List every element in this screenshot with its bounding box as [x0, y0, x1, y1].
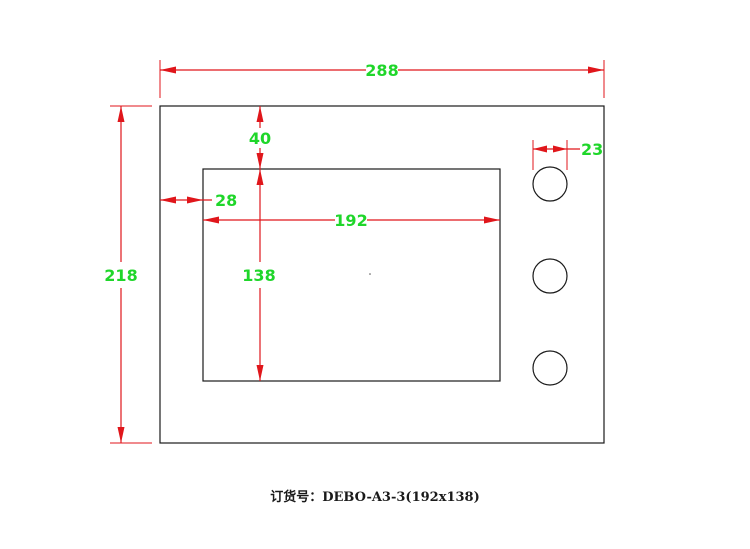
center-mark: [369, 273, 371, 275]
dimension-overall-width: 288: [159, 60, 605, 98]
dim-text-screen-height: 138: [242, 266, 275, 285]
dim-text-screen-top-offset: 40: [249, 129, 271, 148]
dimension-button-diameter: 23: [532, 140, 603, 170]
order-number-caption: 订货号：DEBO-A3-3(192x138): [270, 490, 480, 505]
button-circle-middle: [532, 258, 568, 294]
dimension-screen-left-offset: 28: [160, 191, 237, 210]
button-circle-top: [532, 166, 568, 202]
screen-cutout: [202, 168, 501, 382]
dim-text-screen-width: 192: [334, 211, 367, 230]
dimension-screen-width: 192: [203, 211, 500, 230]
dim-text-button-diameter: 23: [581, 140, 603, 159]
dim-text-overall-height: 218: [104, 266, 137, 285]
dimension-screen-top-offset: 40: [249, 106, 271, 169]
button-circle-bottom: [532, 350, 568, 386]
outer-panel: [159, 105, 605, 444]
dim-text-overall-width: 288: [365, 61, 398, 80]
dim-text-screen-left-offset: 28: [215, 191, 237, 210]
dimension-overall-height: 218: [104, 105, 152, 444]
dimension-screen-height: 138: [242, 169, 276, 381]
